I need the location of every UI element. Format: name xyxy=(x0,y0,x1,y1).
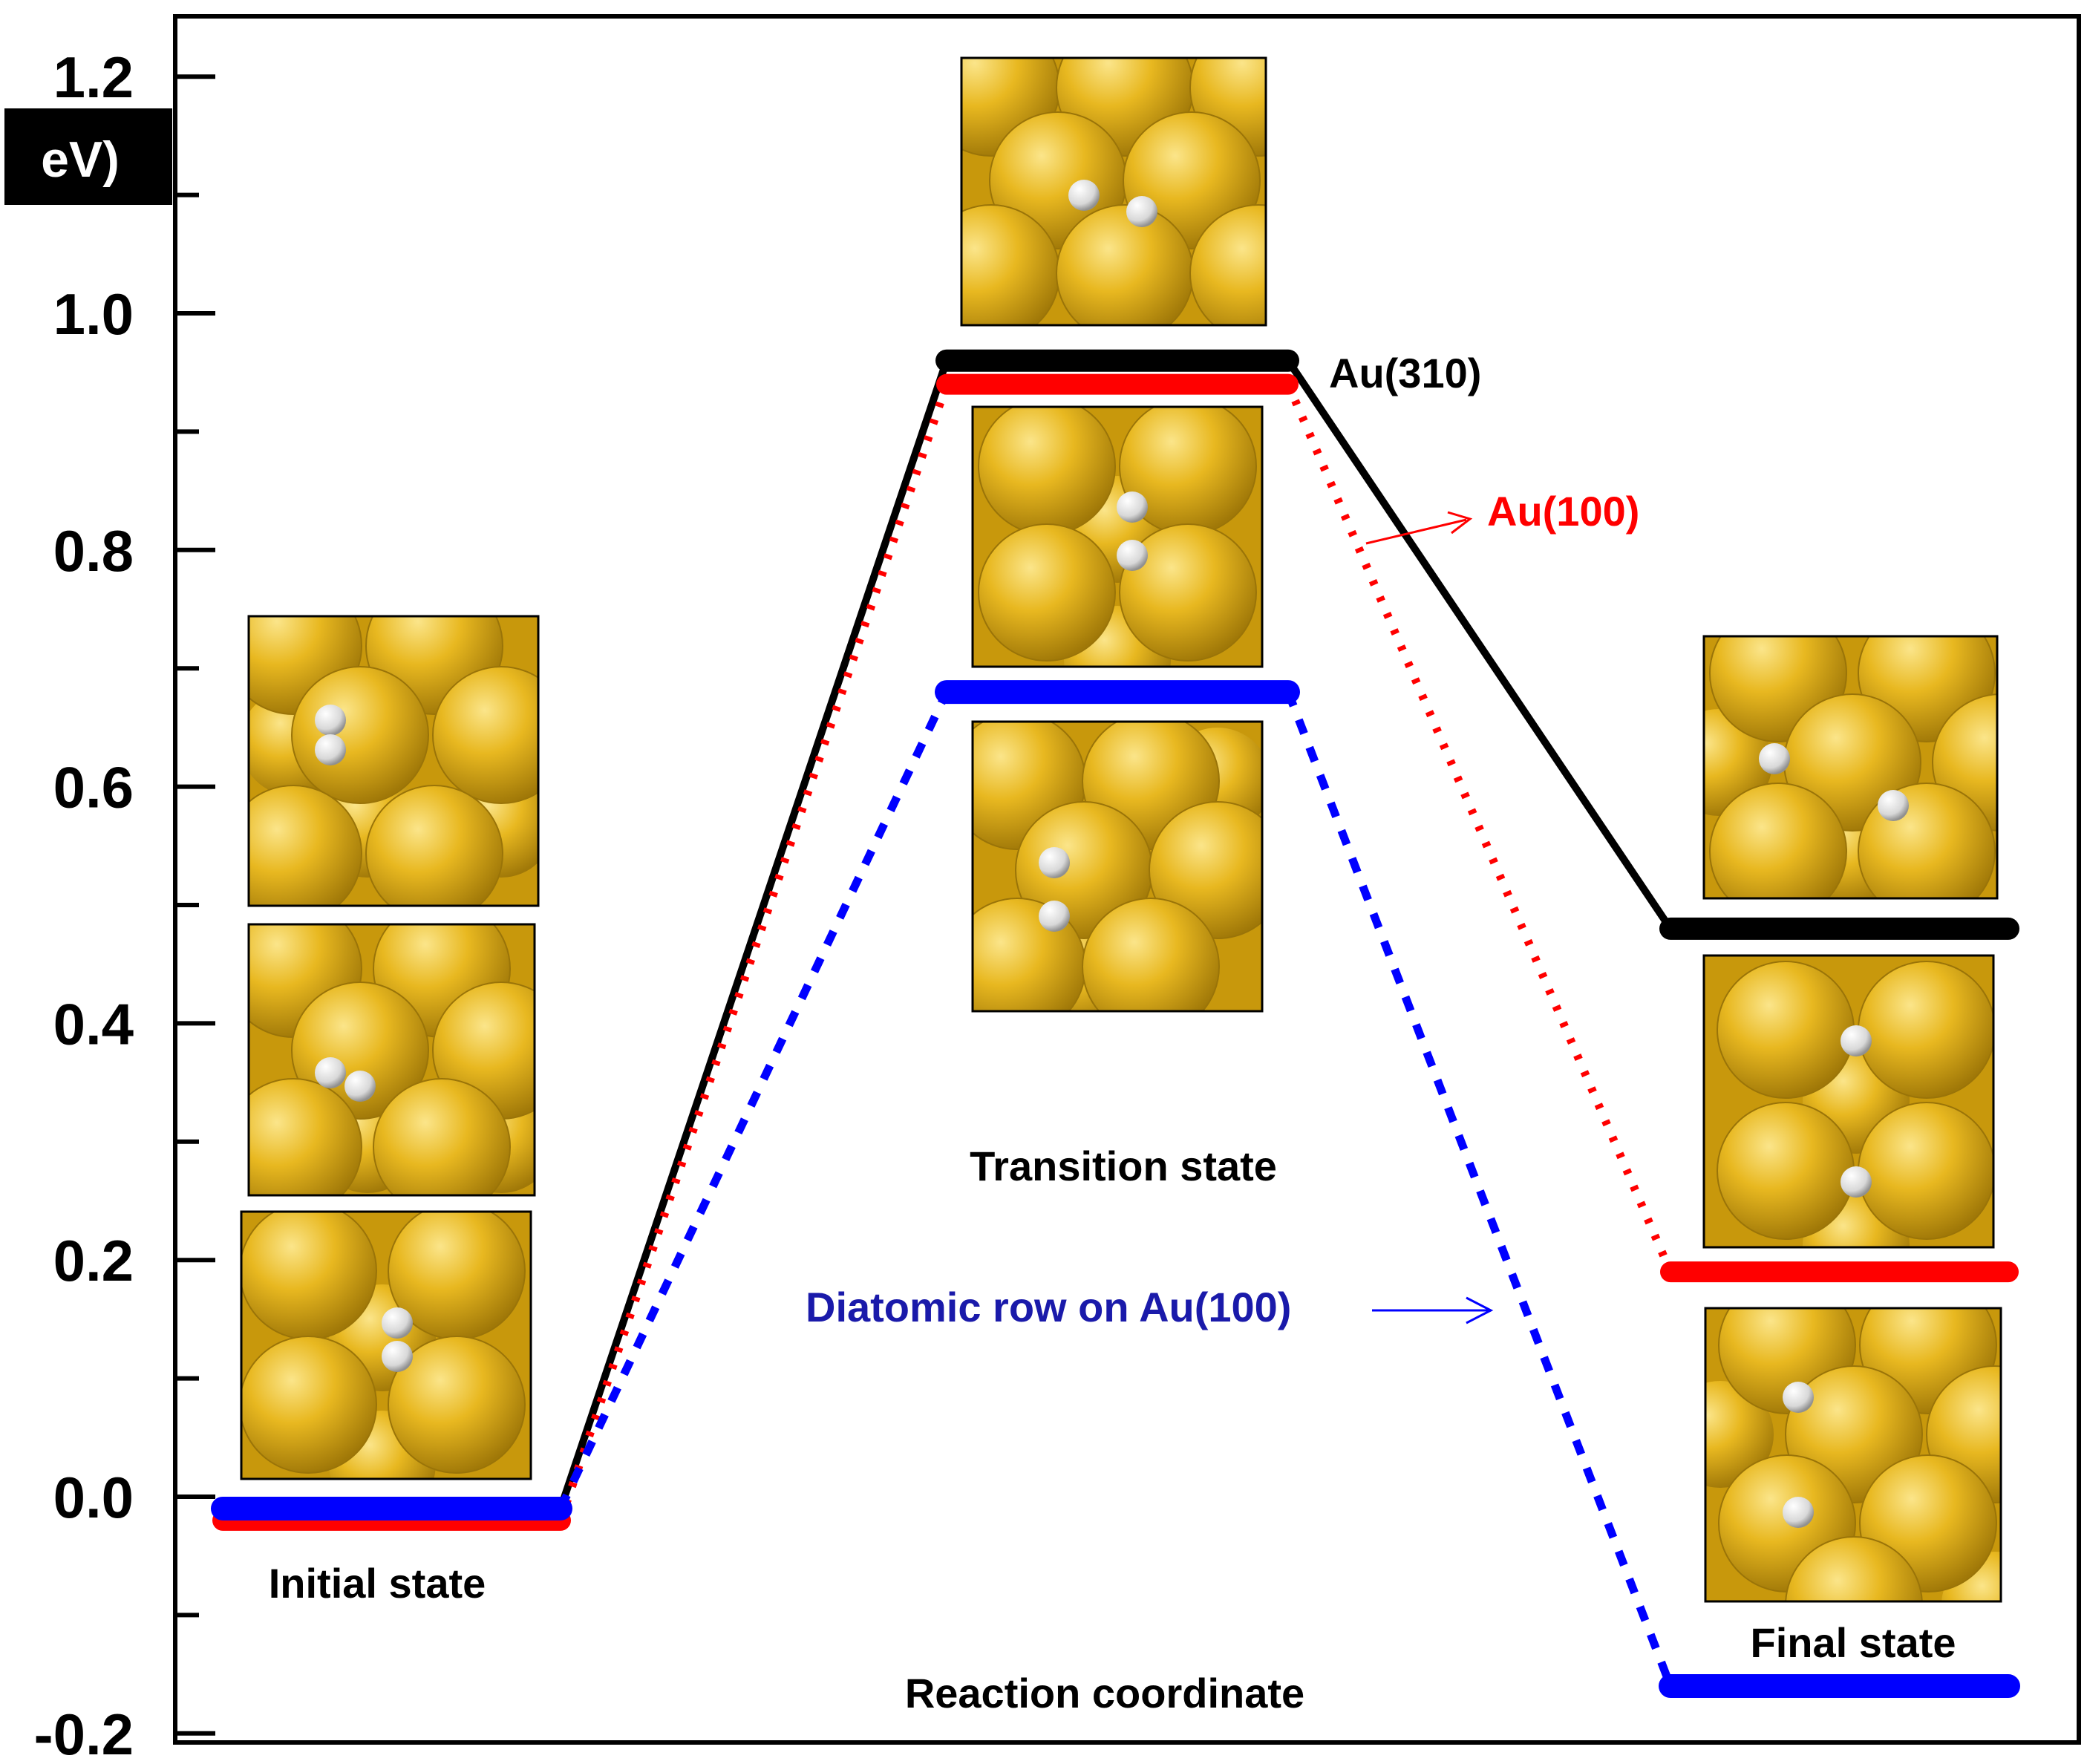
h-atom xyxy=(1783,1497,1814,1528)
au-atom xyxy=(1082,898,1220,1011)
plot-frame xyxy=(173,14,2081,1745)
au-atom xyxy=(1858,1102,1993,1240)
au-atom xyxy=(432,666,538,804)
h-atom xyxy=(315,1057,346,1088)
structure-inset-7 xyxy=(1702,635,1999,900)
legend-au100: Au(100) xyxy=(1487,488,1639,535)
h-atom xyxy=(1039,847,1070,878)
structure-inset-1 xyxy=(247,615,540,907)
y-tick-label: 0.0 xyxy=(53,1465,134,1530)
au-atom xyxy=(1189,204,1266,325)
stage-label-final: Final state xyxy=(1751,1619,1956,1666)
au-atom xyxy=(978,407,1116,535)
h-atom xyxy=(382,1341,413,1372)
y-tick-label: 0.6 xyxy=(53,755,134,820)
unit-box xyxy=(4,108,172,205)
h-atom xyxy=(1841,1166,1872,1198)
au-atom xyxy=(373,1078,511,1195)
au-atom xyxy=(1709,783,1847,898)
y-tick-label: 1.0 xyxy=(53,281,134,347)
y-tick-label: 0.2 xyxy=(53,1228,134,1293)
h-atom xyxy=(315,734,346,765)
h-atom xyxy=(1039,901,1070,932)
au-atom xyxy=(388,1336,526,1474)
au-atom xyxy=(1785,1536,1923,1601)
y-tick-label: 0.8 xyxy=(53,518,134,584)
connector-au310-fall xyxy=(1284,358,1674,931)
y-axis-unit-label: eV) xyxy=(41,131,120,188)
h-atom xyxy=(1878,790,1909,821)
h-atom xyxy=(344,1071,376,1102)
au-atom xyxy=(1705,1381,1774,1488)
stage-label-transition: Transition state xyxy=(970,1143,1277,1189)
au-atom xyxy=(1717,1102,1855,1240)
au-atom xyxy=(1717,961,1855,1099)
h-atom xyxy=(1126,196,1157,227)
y-tick-label: -0.2 xyxy=(34,1702,134,1764)
au-atom xyxy=(365,785,503,906)
h-atom xyxy=(315,705,346,736)
au-atom xyxy=(249,785,362,906)
au-atom xyxy=(1858,961,1993,1099)
structure-inset-2 xyxy=(247,923,536,1197)
y-tick-label: 0.4 xyxy=(53,991,134,1056)
x-axis-label: Reaction coordinate xyxy=(905,1670,1304,1716)
connector-au100-fall xyxy=(1284,382,1675,1274)
structure-insets xyxy=(240,56,2002,1603)
au-atom xyxy=(241,1212,377,1340)
arrow-diatomic-head xyxy=(1466,1296,1494,1324)
legend-au310: Au(310) xyxy=(1329,350,1481,396)
h-atom xyxy=(1841,1025,1872,1056)
connector-au100-rise xyxy=(556,382,951,1522)
structure-inset-9 xyxy=(1704,1307,2002,1603)
structure-inset-5 xyxy=(971,405,1264,668)
structure-inset-4 xyxy=(960,56,1267,327)
connector-diatomic-rise xyxy=(557,690,950,1511)
y-tick-label: 1.2 xyxy=(53,45,134,110)
structure-inset-3 xyxy=(240,1210,532,1480)
legend-diatomic: Diatomic row on Au(100) xyxy=(806,1284,1291,1330)
au-atom xyxy=(291,666,429,804)
au-atom xyxy=(1119,523,1257,662)
arrow-au100-head xyxy=(1447,511,1473,535)
arrow-au100 xyxy=(1365,518,1467,545)
au-atom xyxy=(249,1078,362,1195)
h-atom xyxy=(1759,743,1790,774)
au-atom xyxy=(978,523,1116,662)
h-atom xyxy=(1068,180,1100,211)
h-atom xyxy=(1117,491,1148,523)
au-atom xyxy=(961,204,1060,325)
structure-inset-6 xyxy=(971,720,1264,1013)
h-atom xyxy=(1783,1382,1814,1413)
h-atom xyxy=(382,1307,413,1339)
structure-inset-8 xyxy=(1702,954,1995,1249)
h-atom xyxy=(1117,540,1148,571)
connector-au310-rise xyxy=(557,359,950,1510)
stage-label-initial: Initial state xyxy=(269,1560,486,1607)
au-atom xyxy=(241,1336,377,1474)
au-atom xyxy=(1056,204,1194,325)
